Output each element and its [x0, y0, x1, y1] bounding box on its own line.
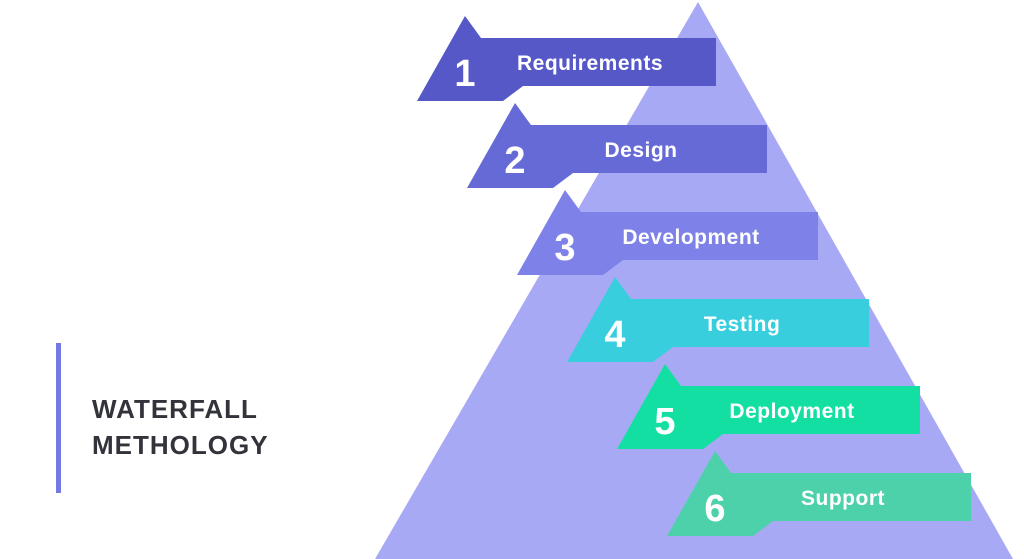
step-number: 6 [704, 488, 725, 530]
step-ribbon-shape [517, 190, 818, 275]
step-deployment: 5 Deployment [617, 364, 920, 449]
step-ribbon-shape [467, 103, 767, 188]
step-label: Development [622, 226, 759, 249]
step-requirements: 1 Requirements [417, 16, 716, 101]
step-label: Support [801, 487, 885, 510]
step-ribbon-shape [567, 277, 869, 362]
page-title-line2: METHOLOGY [92, 430, 269, 460]
step-label: Deployment [729, 400, 854, 423]
step-number: 2 [504, 140, 525, 182]
title-block: WATERFALL METHOLOGY [56, 343, 269, 493]
step-label: Design [604, 139, 677, 162]
title-accent-bar [56, 343, 61, 493]
step-number: 3 [554, 227, 575, 269]
step-development: 3 Development [517, 190, 818, 275]
page-title-line1: WATERFALL [92, 394, 258, 424]
step-design: 2 Design [467, 103, 767, 188]
step-number: 5 [654, 401, 675, 443]
step-support: 6 Support [667, 451, 971, 536]
step-label: Requirements [517, 52, 663, 75]
step-ribbon-shape [667, 451, 971, 536]
step-number: 1 [454, 53, 475, 95]
step-testing: 4 Testing [567, 277, 869, 362]
step-number: 4 [604, 314, 625, 356]
step-label: Testing [704, 313, 781, 336]
step-ribbon-shape [617, 364, 920, 449]
step-ribbon-shape [417, 16, 716, 101]
